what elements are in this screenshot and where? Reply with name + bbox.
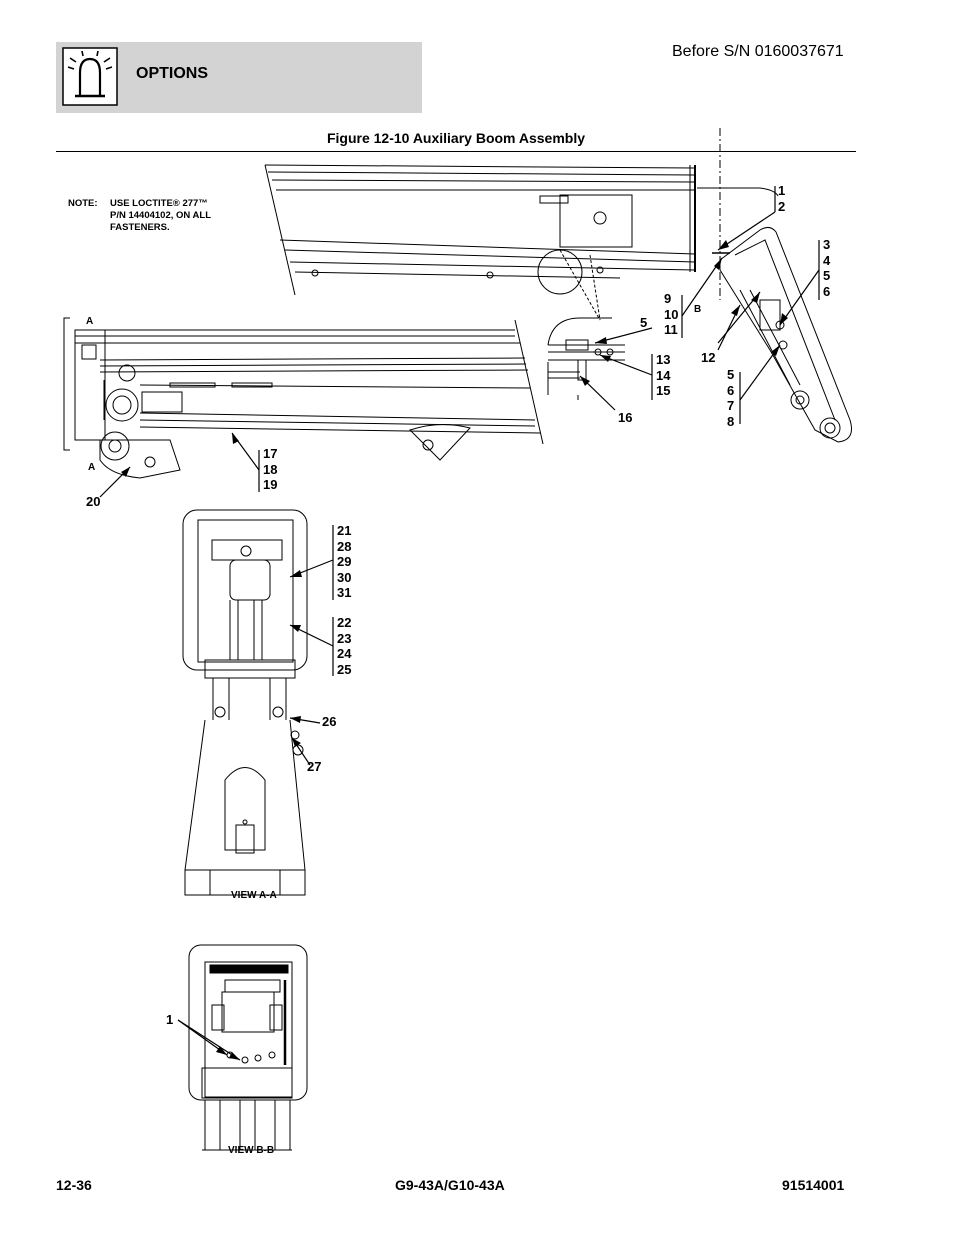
- view-bb-drawing: [188, 944, 308, 1151]
- view-aa-label: VIEW A-A: [231, 890, 277, 901]
- header-divider: [56, 151, 856, 152]
- figure-title: Figure 12-10 Auxiliary Boom Assembly: [326, 130, 586, 146]
- leader-arrowheads: [121, 240, 788, 1060]
- callout-21-31: 21 28 29 30 31: [337, 523, 352, 600]
- lower-boom-section: [74, 319, 544, 479]
- callout-1-2: 1 2: [778, 183, 786, 214]
- document-number: 91514001: [782, 1177, 845, 1193]
- note-line-2: P/N 14404102, ON ALL: [110, 210, 212, 221]
- callout-1-view-bb: 1: [166, 1012, 174, 1027]
- model-number: G9-43A/G10-43A: [395, 1177, 505, 1193]
- callout-5: 5: [640, 315, 648, 330]
- section-mark-b: B: [694, 304, 702, 315]
- callout-3-6: 3 4 5 6: [823, 237, 831, 299]
- leader-lines: [99, 186, 820, 1061]
- callout-5-8: 5 6 7 8: [727, 367, 735, 429]
- note-line-1: USE LOCTITE® 277™: [110, 198, 208, 209]
- callout-13-15: 13 14 15: [656, 352, 671, 398]
- section-mark-a-top: A: [86, 316, 94, 327]
- note-line-3: FASTENERS.: [110, 222, 170, 233]
- upper-boom-section: [264, 128, 779, 321]
- section-title: OPTIONS: [136, 65, 209, 82]
- callout-26: 26: [322, 714, 337, 729]
- section-mark-a-bottom: A: [88, 462, 96, 473]
- beacon-light-icon: [62, 47, 118, 106]
- view-aa-drawing: [182, 509, 308, 896]
- callout-20: 20: [86, 494, 101, 509]
- page-number: 12-36: [56, 1177, 92, 1193]
- serial-number-note: Before S/N 0160037671: [672, 43, 844, 60]
- detail-circle: [547, 317, 625, 400]
- view-bb-label: VIEW B-B: [228, 1145, 275, 1156]
- note-label: NOTE:: [68, 198, 98, 209]
- callout-22-25: 22 23 24 25: [337, 615, 352, 677]
- callout-9-11: 9 10 11: [664, 291, 679, 337]
- callout-27: 27: [307, 759, 322, 774]
- callout-16: 16: [618, 410, 633, 425]
- callout-17-19: 17 18 19: [263, 446, 278, 492]
- callout-12: 12: [701, 350, 716, 365]
